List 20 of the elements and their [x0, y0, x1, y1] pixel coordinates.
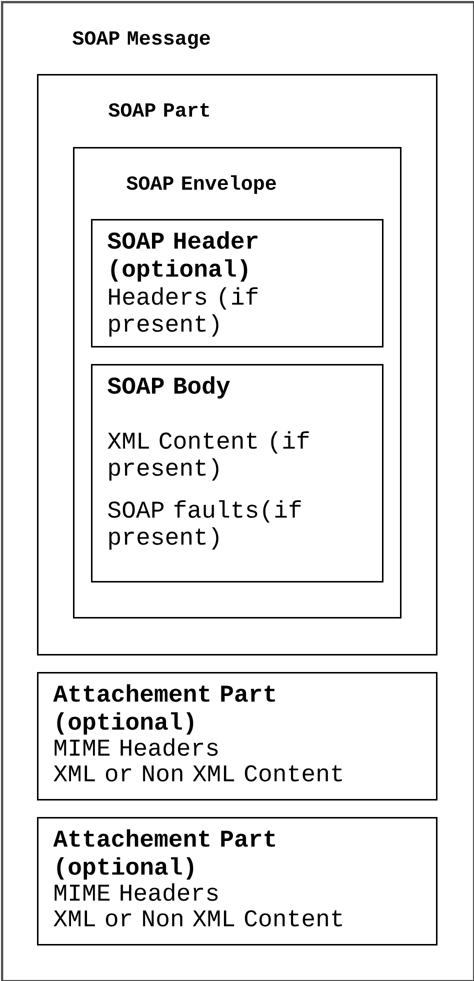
container-box	[37, 672, 438, 800]
container-box	[73, 147, 402, 618]
box-text: XML or Non XML Content	[54, 910, 342, 926]
box-text: XML or Non XML Content	[54, 765, 342, 782]
box-heading: SOAP Header (optional)	[108, 231, 258, 282]
box-heading: Attachement Part (optional)	[53, 684, 275, 735]
box-text: MIME Headers	[54, 883, 218, 901]
box-title: SOAP Message	[72, 31, 210, 49]
box-heading: Attachement Part (optional)	[53, 829, 275, 880]
box-title: SOAP Envelope	[126, 175, 276, 194]
container-box	[91, 219, 384, 348]
box-text: SOAP faults(if present)	[108, 500, 301, 550]
box-text: XML Content (if present)	[108, 431, 309, 481]
box-heading: SOAP Body	[108, 376, 230, 399]
box-text: MIME Headers	[54, 738, 218, 756]
box-text: Headers (if present)	[109, 287, 258, 337]
container-box	[37, 817, 438, 946]
container-box	[37, 74, 438, 656]
container-box	[91, 364, 384, 582]
box-title: SOAP Part	[108, 103, 209, 117]
